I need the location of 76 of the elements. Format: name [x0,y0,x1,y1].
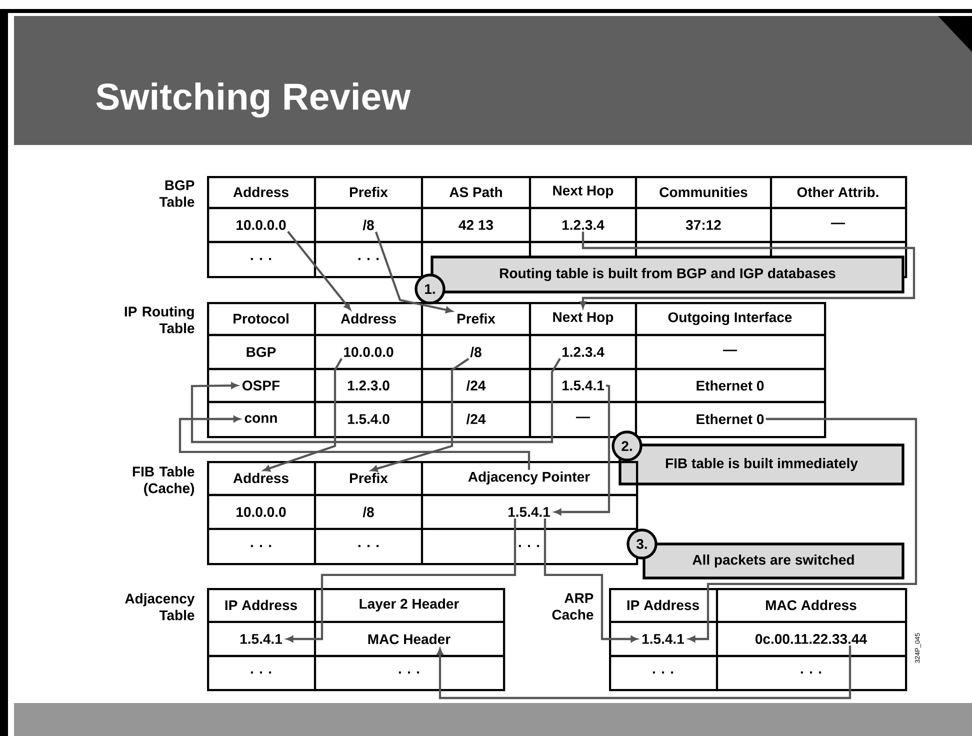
table-title: ARP Cache [552,593,594,620]
arrow [263,358,343,472]
cell-value: . . . [250,671,272,674]
cell-value: . . . [518,544,540,548]
cell-value: 37:12 [686,220,721,230]
cell-value: 10.0.0.0 [236,507,286,517]
cell-value: OSPF [242,380,280,390]
cell-value: /8 [470,346,482,358]
cell-value: MAC Header [368,634,450,644]
cell-value: 1.5.4.1 [642,634,684,644]
cell-value: 1.2.3.0 [348,380,390,390]
column-header: Prefix [350,186,388,198]
column-header: Outgoing Interface [668,312,792,326]
cell-value: . . . [358,258,379,260]
column-header: Communities [660,186,748,198]
cell-value: . . . [250,258,272,260]
arrow [190,358,561,444]
cell-value: 1.5.4.1 [562,380,604,390]
cell-value: . . . [398,671,420,674]
arrow [688,418,918,642]
cell-value: /8 [362,506,374,518]
column-header: Layer 2 Header [360,598,459,612]
arrow [554,384,610,516]
cell-value: 1.5.4.1 [240,634,282,644]
cell-value: 10.0.0.0 [236,220,286,230]
table-title: Adjacency Table [125,593,195,620]
cell-value: conn [244,415,277,423]
cell-value: Ethernet 0 [696,380,764,391]
step-number: 2. [612,430,642,462]
arrow [286,518,516,642]
cell-value: 0c.00.11.22.33.44 [756,634,867,644]
column-header: Protocol [234,313,288,324]
cell-value: /8 [362,220,374,230]
column-header: AS Path [450,186,502,198]
column-header: IP Address [627,600,699,610]
column-header: Address [233,186,288,198]
column-header: IP Address [225,600,297,610]
cell-value: — [831,222,845,224]
column-header: Adjacency Pointer [468,471,590,485]
arrow [580,232,916,308]
step-number: 1. [414,274,446,304]
step-number: 3. [626,528,658,560]
cell-value: . . . [652,671,674,674]
cell-value: 42 13 [458,220,493,230]
cell-value: — [723,350,737,352]
table-title: BGP Table [159,180,194,207]
column-header: Address [233,472,288,484]
cell-value: 1.2.3.4 [562,347,604,357]
cell-value: /24 [466,414,486,424]
column-header: Prefix [350,472,388,484]
arrow [436,646,852,700]
arrow [287,230,351,310]
column-header: Other Attrib. [797,186,878,198]
table-title: FIB Table (Cache) [132,466,194,496]
cell-value: Ethernet 0 [696,414,764,424]
arrow [544,518,638,642]
cell-value: . . . [800,671,822,674]
cell-value: BGP [246,347,276,357]
cell-value: . . . [358,544,379,548]
cell-value: /24 [466,380,486,391]
cell-value: 10.0.0.0 [344,347,394,357]
column-header: Next Hop [553,312,614,325]
arrow [370,358,470,472]
cell-value: — [576,416,590,418]
slide-title: Switching Review [96,82,411,118]
cell-value: . . . [250,544,272,548]
cell-value: 1.5.4.1 [508,507,550,517]
column-header: Next Hop [553,186,614,198]
table-title: IP Routing Table [124,306,194,334]
arrow [178,416,530,470]
column-header: Prefix [458,313,496,324]
column-header: MAC Address [766,600,856,610]
arrow [374,231,453,314]
cell-value: 1.2.3.4 [562,220,604,230]
column-header: Address [340,313,396,324]
cell-value: 1.5.4.0 [348,414,390,424]
